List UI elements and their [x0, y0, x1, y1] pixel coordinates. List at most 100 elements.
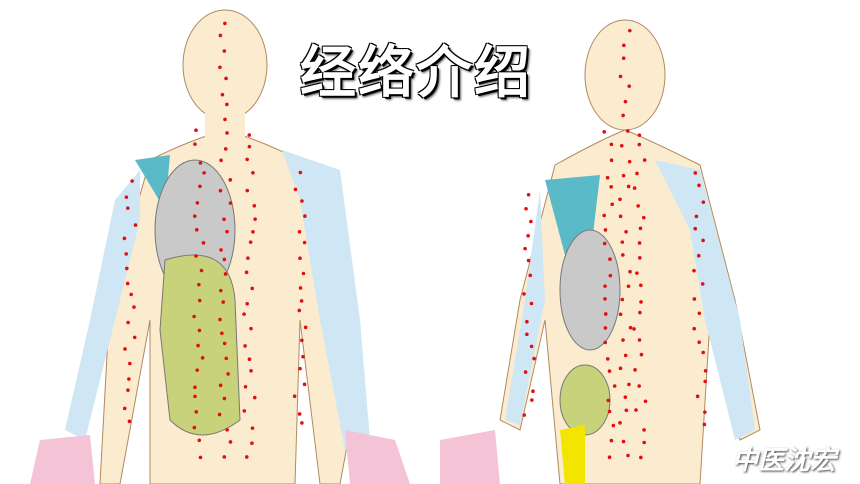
acupuncture-point — [636, 204, 640, 208]
acupuncture-point — [618, 214, 623, 219]
acupuncture-point — [692, 268, 696, 273]
acupuncture-point — [607, 455, 612, 459]
acupuncture-point — [218, 317, 222, 322]
acupuncture-point — [197, 328, 202, 333]
acupuncture-point — [300, 421, 304, 425]
acupuncture-point — [701, 238, 705, 243]
acupuncture-point — [129, 292, 133, 297]
acupuncture-point — [692, 297, 697, 301]
acupuncture-point — [603, 326, 608, 330]
acupuncture-point — [198, 184, 202, 189]
acupuncture-point — [245, 188, 250, 193]
acupuncture-point — [126, 388, 130, 392]
acupuncture-point — [293, 187, 298, 192]
acupuncture-point — [618, 312, 623, 317]
acupuncture-point — [609, 185, 613, 189]
acupuncture-point — [133, 223, 138, 227]
acupuncture-point — [525, 319, 529, 324]
acupuncture-point — [634, 408, 638, 412]
acupuncture-point — [223, 21, 227, 26]
acupuncture-point — [643, 399, 648, 404]
acupuncture-point — [621, 253, 625, 257]
acupuncture-point — [297, 308, 302, 313]
acupuncture-point — [130, 179, 134, 183]
acupuncture-point — [249, 369, 253, 373]
acupuncture-point — [624, 408, 629, 413]
acupuncture-point — [635, 271, 639, 275]
acupuncture-point — [193, 385, 197, 390]
acupuncture-point — [219, 248, 223, 252]
acupuncture-point — [524, 206, 528, 211]
acupuncture-point — [603, 312, 608, 316]
acupuncture-point — [228, 440, 233, 444]
acupuncture-point — [602, 213, 606, 218]
acupuncture-point — [303, 214, 307, 218]
acupuncture-point — [703, 379, 707, 384]
acupuncture-point — [194, 128, 198, 133]
acupuncture-point — [638, 310, 642, 315]
acupuncture-point — [526, 192, 531, 197]
acupuncture-point — [298, 170, 303, 175]
acupuncture-point — [242, 312, 246, 316]
acupuncture-point — [298, 366, 302, 371]
acupuncture-point — [608, 257, 612, 261]
acupuncture-point — [623, 395, 628, 399]
acupuncture-point — [696, 253, 701, 258]
acupuncture-point — [250, 426, 255, 430]
acupuncture-point — [244, 270, 249, 275]
acupuncture-point — [602, 130, 607, 134]
acupuncture-point — [605, 357, 610, 361]
acupuncture-point — [607, 369, 612, 373]
acupuncture-point — [621, 113, 625, 118]
acupuncture-point — [603, 284, 607, 288]
acupuncture-point — [223, 147, 228, 151]
acupuncture-point — [627, 382, 631, 387]
acupuncture-point — [197, 298, 202, 303]
acupuncture-point — [609, 438, 614, 443]
acupuncture-point — [128, 361, 132, 366]
acupuncture-point — [195, 368, 200, 372]
acupuncture-point — [618, 197, 622, 202]
acupuncture-point — [228, 201, 233, 205]
acupuncture-point — [607, 409, 612, 414]
acupuncture-point — [626, 184, 631, 189]
acupuncture-point — [220, 331, 224, 336]
slide-title: 经络介绍 — [300, 41, 532, 106]
acupuncture-point — [197, 282, 201, 287]
acupuncture-point — [637, 133, 642, 137]
acupuncture-point — [222, 396, 227, 401]
acupuncture-point — [228, 178, 233, 182]
acupuncture-point — [242, 409, 247, 413]
acupuncture-point — [192, 214, 197, 218]
acupuncture-point — [632, 186, 637, 190]
acupuncture-point — [223, 117, 227, 122]
acupuncture-point — [302, 382, 307, 387]
acupuncture-point — [221, 300, 226, 304]
acupuncture-point — [605, 175, 610, 180]
acupuncture-point — [618, 366, 623, 371]
acupuncture-point — [621, 173, 626, 178]
acupuncture-point — [609, 158, 614, 163]
acupuncture-point — [251, 170, 255, 175]
acupuncture-point — [693, 171, 698, 175]
acupuncture-point — [632, 327, 636, 331]
acupuncture-point — [224, 356, 229, 361]
acupuncture-point — [625, 129, 630, 133]
acupuncture-point — [621, 439, 626, 444]
acupuncture-point — [622, 43, 626, 48]
acupuncture-point — [639, 455, 643, 460]
acupuncture-point — [225, 428, 229, 432]
acupuncture-point — [253, 217, 257, 221]
acupuncture-point — [621, 56, 626, 60]
acupuncture-point — [526, 258, 531, 263]
acupuncture-point — [193, 142, 197, 146]
acupuncture-point — [635, 171, 639, 176]
acupuncture-point — [642, 158, 647, 162]
acupuncture-point — [299, 299, 304, 303]
acupuncture-point — [298, 256, 302, 261]
acupuncture-point — [219, 288, 223, 293]
acupuncture-point — [610, 202, 614, 207]
acupuncture-point — [250, 441, 254, 446]
acupuncture-point — [623, 353, 628, 358]
acupuncture-point — [252, 395, 257, 400]
